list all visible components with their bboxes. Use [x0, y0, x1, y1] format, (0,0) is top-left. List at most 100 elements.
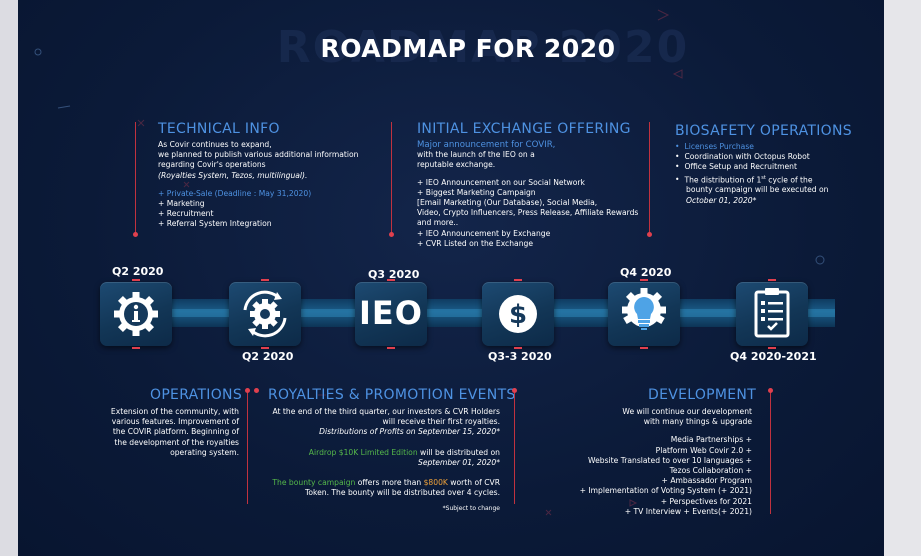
biosafety-line — [649, 122, 650, 234]
royalties-dot-left — [254, 388, 259, 393]
ieo-icon-text: IEO — [359, 294, 423, 332]
biosafety-item-licenses: Licenses Purchase — [675, 142, 829, 152]
timeline-band-highlight — [100, 309, 835, 317]
ieo-line-1: with the launch of the IEO on a — [417, 150, 535, 160]
ieo-icon: IEO — [355, 279, 427, 349]
bounty-end: worth of CVR — [447, 478, 500, 488]
decorative-shapes — [34, 9, 825, 516]
technical-info-line — [135, 122, 136, 234]
development-item-6: + Implementation of Voting System (+ 202… — [579, 486, 752, 496]
biosafety-heading: BIOSAFETY OPERATIONS — [675, 123, 852, 139]
technical-info-italic: (Royalties System, Tezos, multilingual). — [158, 170, 308, 180]
left-margin — [0, 0, 18, 556]
ieo-line-2: reputable exchange. — [417, 160, 496, 170]
technical-info-item-1: + Marketing — [158, 199, 205, 209]
bounty-mid: offers more than — [355, 478, 424, 488]
ieo-item-4: Video, Crypto Influencers, Press Release… — [417, 208, 639, 218]
ieo-dot — [389, 232, 394, 237]
biosafety-distribution-prefix: The distribution of 1 — [684, 175, 762, 185]
milestone-label-6: Q4 2020-2021 — [730, 350, 817, 363]
technical-info-dot — [133, 232, 138, 237]
right-margin — [884, 0, 921, 556]
technical-info-line-3: regarding Covir's operations — [158, 160, 266, 170]
dollar-coin-icon: $ — [482, 279, 554, 349]
biosafety-distribution-sup: st — [761, 174, 766, 181]
lightbulb-gear-icon — [608, 279, 680, 349]
bounty-highlight: The bounty campaign — [272, 478, 356, 488]
technical-info-line-2: we planned to publish various additional… — [158, 150, 359, 160]
royalties-line-1: At the end of the third quarter, our inv… — [272, 407, 500, 416]
milestone-label-3: Q3 2020 — [368, 268, 420, 281]
operations-line — [247, 392, 248, 504]
development-item-2: Platform Web Covir 2.0 + — [655, 445, 752, 455]
ieo-heading: INITIAL EXCHANGE OFFERING — [417, 121, 631, 137]
technical-info-item-3: + Referral System Integration — [158, 219, 272, 229]
development-item-1: Media Partnerships + — [670, 435, 752, 445]
ieo-item-7: + CVR Listed on the Exchange — [417, 238, 533, 248]
milestone-label-4: Q3-3 2020 — [488, 350, 552, 363]
bounty-amount: $800K — [423, 478, 448, 488]
development-item-4: Tezos Collaboration + — [669, 466, 752, 476]
technical-info-body: As Covir continues to expand, we planned… — [158, 140, 358, 230]
operations-line-5: operating system. — [170, 447, 239, 457]
royalties-dot-right — [512, 388, 517, 393]
airdrop-rest: will be distributed on — [417, 447, 500, 457]
development-dot — [768, 388, 773, 393]
milestone-label-2: Q2 2020 — [242, 350, 294, 363]
royalties-heading: ROYALTIES & PROMOTION EVENTS — [268, 387, 516, 403]
development-body: We will continue our development with ma… — [558, 407, 752, 517]
development-intro-1: We will continue our development — [622, 407, 752, 416]
ieo-item-2: + Biggest Marketing Campaign — [417, 187, 536, 197]
technical-info-item-2: + Recruitment — [158, 209, 214, 219]
royalties-line — [514, 392, 515, 504]
private-sale-line: + Private-Sale (Deadline : May 31,2020) — [158, 188, 312, 198]
biosafety-item-coordination: Coordination with Octopus Robot — [675, 152, 829, 162]
biosafety-item-distribution: The distribution of 1st cycle of the — [675, 173, 829, 186]
ieo-item-1: + IEO Announcement on our Social Network — [417, 177, 585, 187]
biosafety-body: Licenses Purchase Coordination with Octo… — [675, 142, 829, 206]
svg-text:$: $ — [509, 300, 527, 330]
operations-body: Extension of the community, with various… — [78, 407, 239, 458]
roadmap-slide: ROADMAP 2020 ROADMAP FOR 2020 TECHNICAL … — [18, 0, 884, 556]
operations-dot — [245, 388, 250, 393]
development-heading: DEVELOPMENT — [648, 387, 757, 403]
operations-heading: OPERATIONS — [150, 387, 243, 403]
bounty-line: The bounty campaign offers more than $80… — [268, 478, 500, 488]
royalties-line-2: will receive their first royalties. — [382, 417, 500, 427]
ieo-item-6: + IEO Announcement by Exchange — [417, 228, 551, 238]
airdrop-line: Airdrop $10K Limited Edition will be dis… — [268, 448, 500, 458]
page-title: ROADMAP FOR 2020 — [320, 34, 616, 63]
technical-info-heading: TECHNICAL INFO — [158, 121, 280, 137]
biosafety-item-office: Office Setup and Recruitment — [675, 162, 829, 172]
subject-to-change-note: *Subject to change — [442, 505, 500, 513]
bounty-line-2: Token. The bounty will be distributed ov… — [304, 488, 500, 498]
operations-line-4: the development of the royalties — [114, 437, 239, 447]
operations-line-1: Extension of the community, with — [110, 407, 239, 416]
airdrop-date: September 01, 2020* — [418, 457, 500, 467]
royalties-italic: Distributions of Profits on September 15… — [319, 427, 500, 437]
development-item-8: + TV Interview + Events(+ 2021) — [624, 506, 752, 516]
development-item-7: + Perspectives for 2021 — [660, 496, 752, 506]
milestone-label-5: Q4 2020 — [620, 266, 672, 279]
ghost-title: ROADMAP 2020 — [276, 22, 690, 73]
biosafety-dot — [647, 232, 652, 237]
airdrop-highlight: Airdrop $10K Limited Edition — [308, 447, 418, 457]
operations-line-2: various features. Improvement of — [111, 417, 239, 427]
milestone-label-1: Q2 2020 — [112, 265, 164, 278]
clipboard-checklist-icon — [736, 279, 808, 349]
development-item-5: + Ambassador Program — [661, 476, 752, 486]
royalties-body: At the end of the third quarter, our inv… — [268, 407, 500, 515]
biosafety-distribution-rest: cycle of the — [765, 175, 813, 185]
ieo-item-3: [Email Marketing (Our Database), Social … — [417, 198, 598, 208]
operations-line-3: the COVIR platform. Beginning of — [112, 427, 239, 437]
development-intro-2: with many things & upgrade — [643, 417, 752, 427]
ieo-line — [391, 122, 392, 234]
ieo-body: Major announcement for COVIR, with the l… — [417, 140, 638, 249]
biosafety-distribution-date: October 01, 2020* — [686, 195, 757, 205]
development-item-3: Website Translated to over 10 languages … — [588, 455, 752, 465]
gear-cycle-icon — [229, 279, 301, 349]
info-gear-icon — [100, 279, 172, 349]
ieo-subheading: Major announcement for COVIR, — [417, 140, 556, 150]
technical-info-line-1: As Covir continues to expand, — [158, 140, 272, 149]
